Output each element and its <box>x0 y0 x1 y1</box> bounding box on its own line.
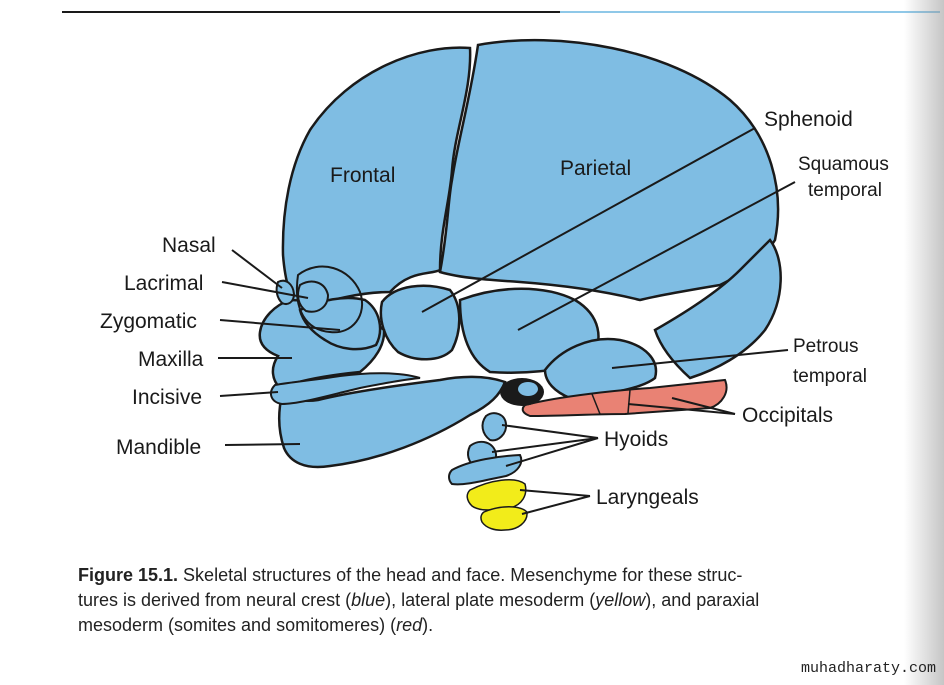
caption-line2-mid: ), lateral plate mesoderm ( <box>385 590 596 610</box>
leader-petrous <box>611 349 789 369</box>
label-sphenoid: Sphenoid <box>764 108 853 131</box>
leader-occipitals-2 <box>627 403 736 415</box>
leader-occipitals-1 <box>671 397 736 415</box>
label-squamous-line1: Squamous <box>798 154 889 175</box>
caption-line2-post: ), and paraxial <box>645 590 760 610</box>
mandible-bone <box>278 375 507 469</box>
leader-incisive <box>219 391 279 397</box>
leader-laryngeals-1 <box>519 489 591 497</box>
label-hyoids: Hyoids <box>604 428 668 451</box>
leader-hyoids-1 <box>501 424 599 439</box>
caption-figure-number: Figure 15.1. <box>78 565 179 585</box>
label-mandible: Mandible <box>116 436 201 459</box>
hyoid-element-3 <box>448 453 523 486</box>
label-squamous-line2: temporal <box>808 180 882 201</box>
laryngeal-cartilage-1 <box>466 478 527 511</box>
leader-squamous <box>517 181 796 331</box>
leader-hyoids-2 <box>491 437 599 453</box>
leader-lines <box>218 127 796 515</box>
label-frontal: Frontal <box>330 164 395 187</box>
ear-canal-inner <box>518 382 538 396</box>
sphenoid-bone <box>379 284 461 361</box>
label-nasal: Nasal <box>162 234 216 257</box>
label-parietal: Parietal <box>560 157 631 180</box>
petrous-temporal <box>543 337 658 400</box>
leader-nasal <box>231 249 283 289</box>
label-petrous-line2: temporal <box>793 366 867 387</box>
caption-line3-pre: mesoderm (somites and somitomeres) ( <box>78 615 397 635</box>
label-lacrimal: Lacrimal <box>124 272 203 295</box>
label-petrous-line1: Petrous <box>793 336 858 357</box>
label-maxilla: Maxilla <box>138 348 204 371</box>
laryngeal-cartilage-2 <box>480 506 528 531</box>
watermark: muhadharaty.com <box>800 660 936 677</box>
occipital-seam-1 <box>591 393 601 415</box>
occipital-upper <box>653 238 782 380</box>
parietal-bone <box>438 38 780 302</box>
label-occipitals: Occipitals <box>742 404 833 427</box>
leader-mandible <box>224 443 301 446</box>
incisive-bone <box>269 372 421 406</box>
label-zygomatic: Zygomatic <box>100 310 197 333</box>
leader-laryngeals-2 <box>521 495 591 515</box>
occipital-seam-2 <box>627 389 631 414</box>
leader-hyoids-3 <box>505 437 599 467</box>
figure-caption: Figure 15.1. Skeletal structures of the … <box>78 563 904 638</box>
orbit-outline <box>296 265 363 334</box>
label-incisive: Incisive <box>132 386 202 409</box>
hyoid-element-1 <box>481 412 508 442</box>
caption-line3-post: ). <box>422 615 434 635</box>
leader-lacrimal <box>221 281 309 299</box>
caption-yellow: yellow <box>595 590 646 610</box>
caption-line2-pre: tures is derived from neural crest ( <box>78 590 352 610</box>
page-edge-shadow <box>904 0 944 685</box>
leader-sphenoid <box>421 127 756 313</box>
caption-line1: Skeletal structures of the head and face… <box>178 565 743 585</box>
label-laryngeals: Laryngeals <box>596 486 699 509</box>
caption-red: red <box>396 615 423 635</box>
zygomatic-bone <box>298 296 382 351</box>
caption-blue: blue <box>351 590 386 610</box>
leader-zygomatic <box>219 319 341 331</box>
